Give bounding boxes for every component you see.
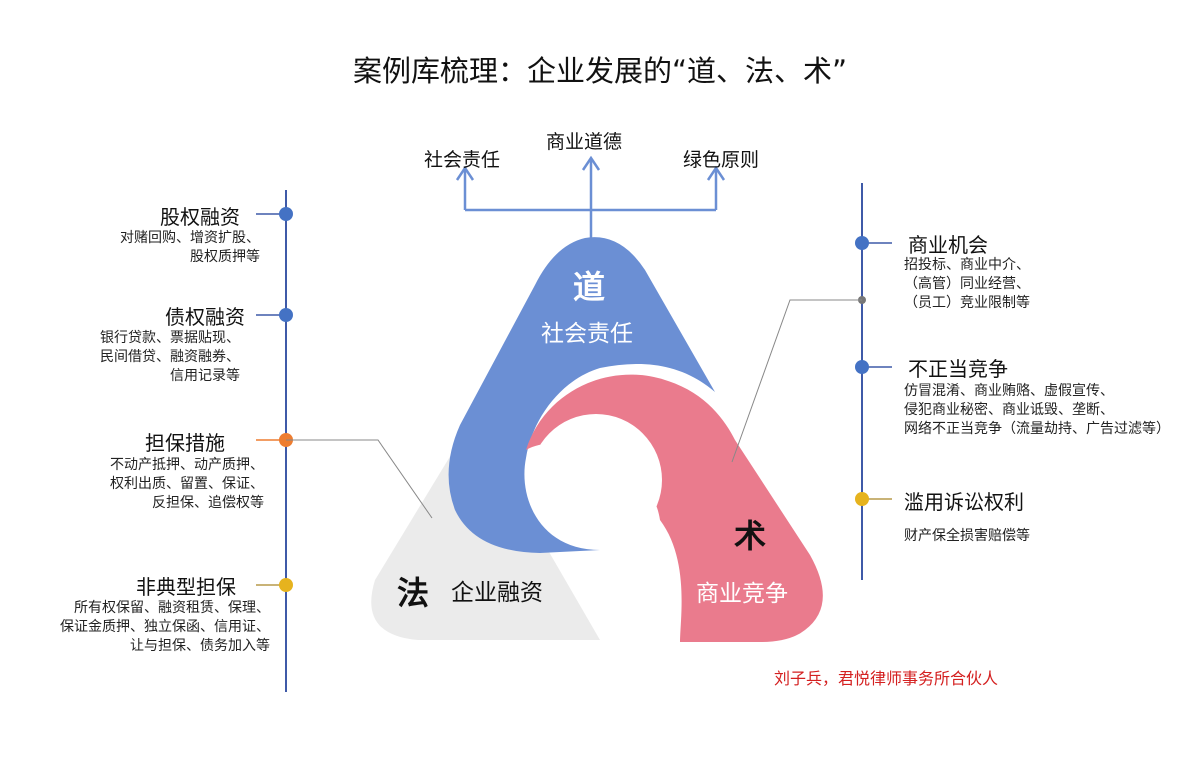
right-item-title-litigation-abuse: 滥用诉讼权利 bbox=[904, 490, 1024, 514]
arrow-label-social-responsibility: 社会责任 bbox=[424, 149, 501, 171]
right-dot-2 bbox=[855, 360, 869, 374]
left-item-desc-equity-financing: 对赌回购、增资扩股、 股权质押等 bbox=[120, 230, 260, 265]
fa-char: 法 bbox=[397, 574, 430, 612]
left-dot-2 bbox=[279, 308, 293, 322]
right-item-desc-unfair-competition: 仿冒混淆、商业贿赂、虚假宣传、 侵犯商业秘密、商业诋毁、垄断、 网络不正当竞争（… bbox=[904, 383, 1170, 437]
shu-char: 术 bbox=[734, 517, 767, 555]
left-item-title-debt-financing: 债权融资 bbox=[165, 305, 245, 329]
arrow-label-business-ethics: 商业道德 bbox=[546, 131, 623, 153]
shu-label: 商业竞争 bbox=[696, 581, 788, 607]
left-item-title-guarantee-measures: 担保措施 bbox=[145, 431, 225, 455]
left-item-desc-atypical-guarantee: 所有权保留、融资租赁、保理、 保证金质押、独立保函、信用证、 让与担保、债务加入… bbox=[60, 600, 270, 654]
left-item-title-equity-financing: 股权融资 bbox=[160, 205, 240, 229]
left-connector bbox=[286, 439, 433, 519]
dao-segment bbox=[448, 237, 715, 553]
right-dot-1 bbox=[855, 236, 869, 250]
dao-char: 道 bbox=[573, 268, 606, 306]
left-dot-1 bbox=[279, 207, 293, 221]
right-item-title-unfair-competition: 不正当竞争 bbox=[908, 357, 1008, 381]
fa-label: 企业融资 bbox=[451, 580, 543, 606]
left-item-desc-debt-financing: 银行贷款、票据贴现、 民间借贷、融资融券、 信用记录等 bbox=[100, 330, 240, 384]
page-title: 案例库梳理：企业发展的“道、法、术” bbox=[352, 54, 848, 88]
right-connector bbox=[731, 299, 862, 463]
arrow-label-green-principle: 绿色原则 bbox=[683, 149, 760, 171]
right-item-desc-business-opportunity: 招投标、商业中介、 （高管）同业经营、 （员工）竞业限制等 bbox=[904, 257, 1030, 311]
author-credit: 刘子兵，君悦律师事务所合伙人 bbox=[774, 669, 999, 688]
right-item-title-business-opportunity: 商业机会 bbox=[908, 233, 988, 257]
left-item-desc-guarantee-measures: 不动产抵押、动产质押、 权利出质、留置、保证、 反担保、追偿权等 bbox=[110, 457, 264, 511]
left-item-title-atypical-guarantee: 非典型担保 bbox=[136, 575, 236, 599]
dao-label: 社会责任 bbox=[541, 321, 633, 347]
left-ticks bbox=[256, 213, 286, 586]
right-item-desc-litigation-abuse: 财产保全损害赔偿等 bbox=[904, 528, 1030, 544]
top-arrows bbox=[455, 155, 726, 238]
center-hole bbox=[530, 414, 662, 546]
right-dot-3 bbox=[855, 492, 869, 506]
left-dot-4 bbox=[279, 578, 293, 592]
